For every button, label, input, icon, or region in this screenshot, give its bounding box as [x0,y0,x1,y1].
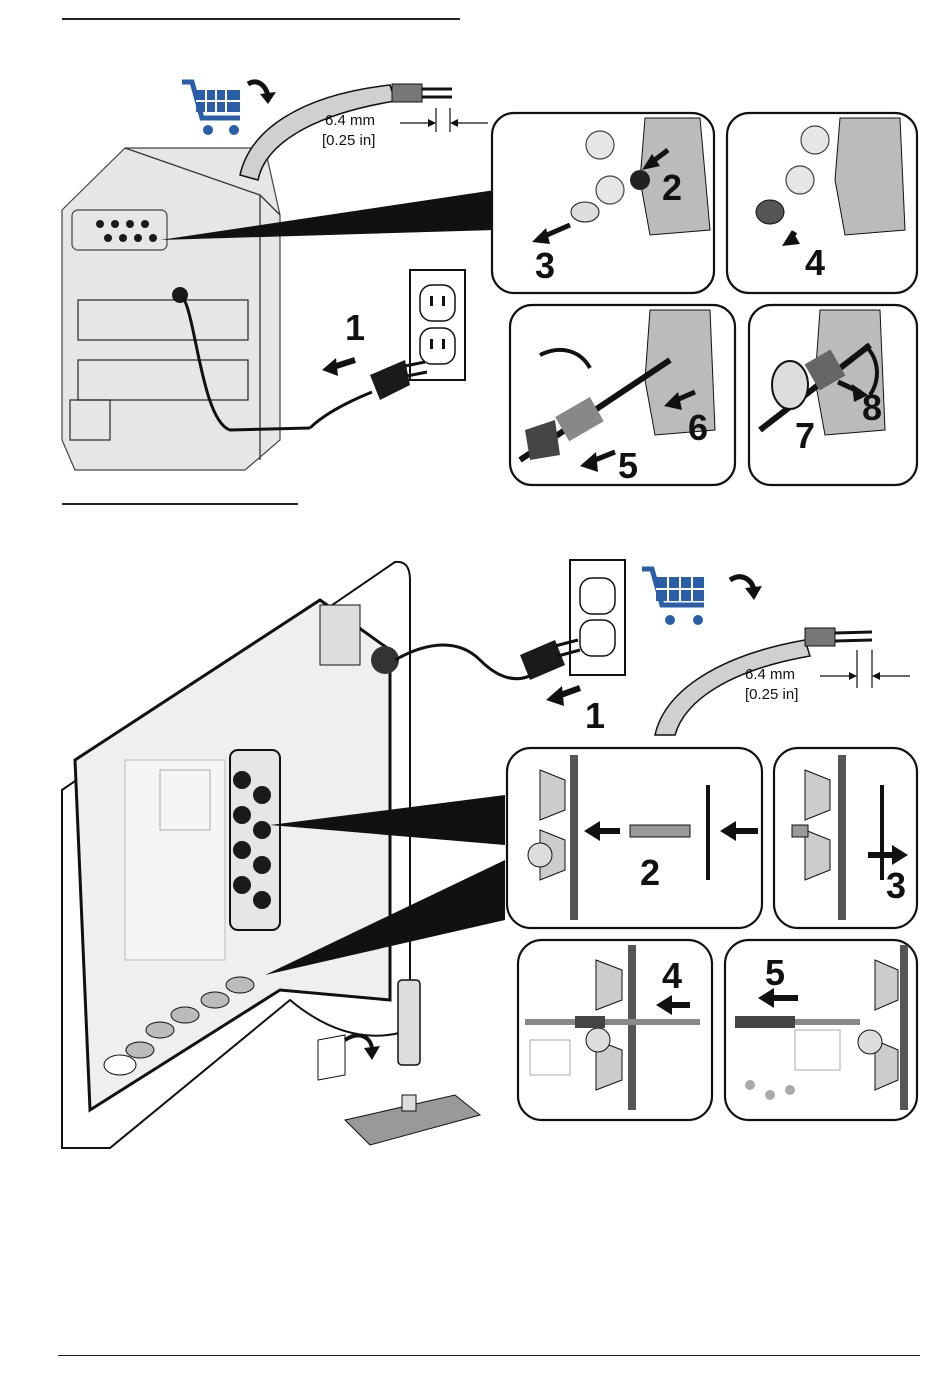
shopping-cart-icon [182,82,240,135]
top-section-rule [62,18,460,20]
figure1-panel-c: 6 5 [510,305,735,486]
controller-enclosure [62,148,310,470]
figure2-step-2: 2 [640,852,660,893]
figure1-step-3: 3 [535,245,555,286]
figure-2-illustration: 1 [0,540,950,1160]
open-controller-enclosure [62,562,410,1148]
figure1-strip-length: 6.4 mm [325,112,375,129]
figure1-step-5: 5 [618,445,638,486]
figure1-strip-length-in: [0.25 in] [322,132,375,149]
figure2-panel-c: 4 [518,940,712,1120]
figure2-panel-b: 3 [774,748,917,928]
figure2-panel-d: 5 [725,940,917,1120]
figure1-step-7: 7 [795,415,815,456]
figure2-step-1: 1 [585,695,605,736]
figure1-step-4: 4 [805,242,825,283]
figure1-step-8: 8 [862,387,882,428]
figure1-panel-b: 4 [727,113,917,293]
wall-outlet-icon [570,560,625,675]
footer-rule [58,1355,920,1356]
figure1-step-6: 6 [688,407,708,448]
figure2-strip-length-in: [0.25 in] [745,686,798,703]
figure2-strip-length: 6.4 mm [745,666,795,683]
figure2-step-4: 4 [662,955,682,996]
figure2-panel-a: 2 [507,748,762,928]
figure1-step-1: 1 [345,307,365,348]
figure1-step-2: 2 [662,167,682,208]
figure1-panel-d: 7 8 [749,305,917,485]
middle-section-rule [62,503,298,505]
figure2-step-3: 3 [886,865,906,906]
figure-1-illustration: 1 2 3 4 6 5 [0,60,950,500]
figure1-panel-a: 2 3 [492,113,714,293]
figure2-step-5: 5 [765,952,785,993]
shopping-cart-icon [642,569,704,625]
